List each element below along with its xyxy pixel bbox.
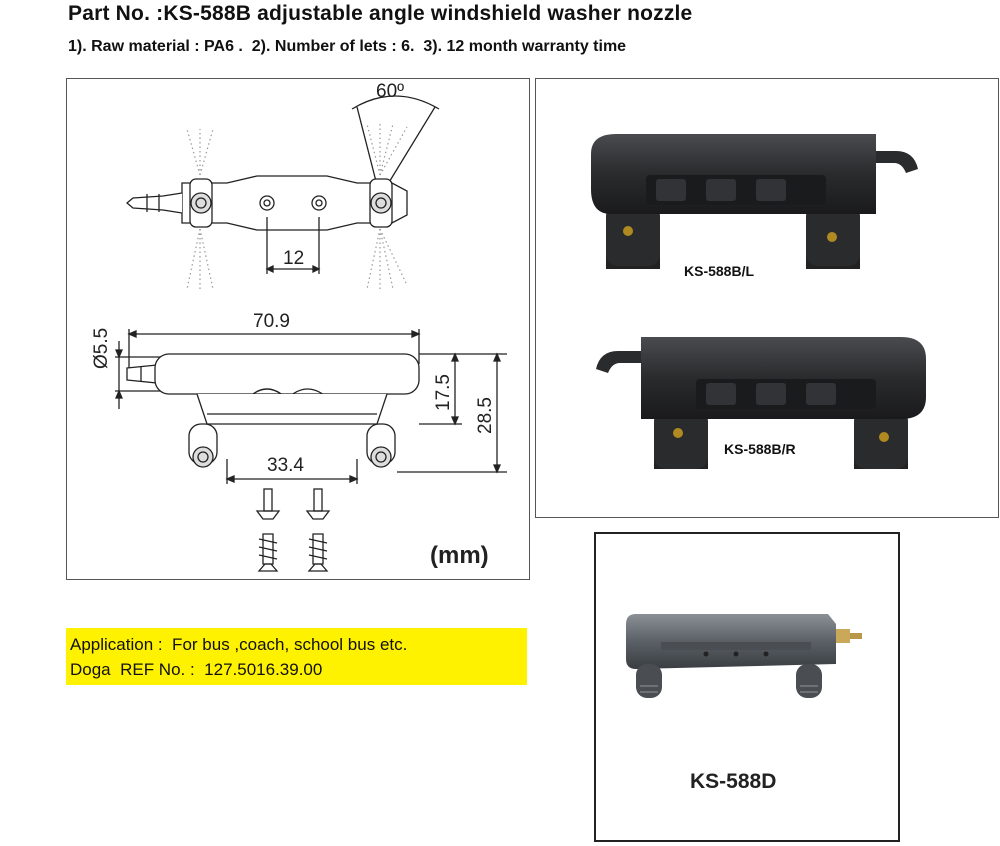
application-info-box: Application : For bus ,coach, school bus… (66, 628, 527, 685)
angle-dimension: 60º (376, 81, 404, 102)
ks588d-product (626, 614, 862, 698)
ks588d-photo: KS-588D (626, 614, 862, 793)
mount-hole-2 (311, 195, 327, 211)
spec-jets: 2). Number of lets : 6. (251, 38, 415, 55)
reference-number-line: Doga REF No. : 127.5016.39.00 (70, 660, 323, 679)
application-line: Application : For bus ,coach, school bus… (70, 635, 408, 654)
mounting-pins (255, 488, 331, 520)
inner-height-dimension: 17.5 (433, 374, 454, 411)
total-height-dimension: 28.5 (475, 397, 496, 434)
angle-arc (351, 95, 440, 110)
spec-line: 1). Raw material : PA6 . 2). Number of l… (68, 38, 626, 56)
side-view-bracket (196, 393, 388, 425)
top-view-inlet (125, 192, 183, 214)
diameter-dimension: Ø5.5 (91, 328, 112, 369)
model-label-d: KS-588D (690, 770, 776, 793)
hole-spacing-dimension: 12 (283, 248, 304, 269)
model-label-right: KS-588B/R (724, 441, 796, 457)
page-title: Part No. :KS-588B adjustable angle winds… (68, 2, 693, 25)
ks588b-right-product (596, 337, 926, 469)
mounting-screws (257, 533, 329, 572)
length-dimension: 70.9 (253, 311, 290, 332)
bottom-spacing-dimension: 33.4 (267, 455, 304, 476)
side-view-body (154, 353, 420, 395)
ks588b-left-product (591, 134, 918, 269)
unit-label: (mm) (430, 542, 489, 569)
spec-material: 1). Raw material : PA6 . (68, 38, 243, 55)
top-view-body (181, 175, 408, 231)
ks588d-photo-panel: KS-588D (594, 532, 900, 842)
side-view-inlet (126, 364, 158, 384)
technical-drawing-panel: 60º 12 70.9 Ø5.5 17.5 28.5 33.4 (mm) (66, 78, 530, 580)
spec-warranty: 3). 12 month warranty time (423, 38, 627, 55)
model-label-left: KS-588B/L (684, 263, 754, 279)
mount-hole-1 (259, 195, 275, 211)
ks588b-photos: KS-588B/L KS-588B/R (591, 134, 926, 469)
ks588b-photo-panel: KS-588B/L KS-588B/R (535, 78, 999, 518)
spray-pattern (186, 123, 408, 290)
technical-drawing: 60º 12 70.9 Ø5.5 17.5 28.5 33.4 (mm) (91, 81, 507, 572)
